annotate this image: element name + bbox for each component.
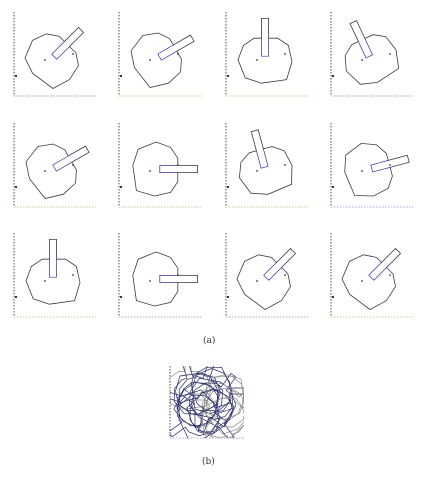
contact-point [177,164,179,166]
contact-point [177,274,179,276]
object-outline [238,129,293,195]
contact-point [284,274,286,276]
gripper-slot [261,38,269,57]
contact-point [256,280,258,282]
pose-panel [118,123,201,208]
contact-point [72,53,74,55]
overlay-pose [177,366,232,412]
contact-point [72,274,74,276]
gripper-slot [358,38,373,59]
reference-point [226,74,230,78]
reference-point [119,74,123,78]
reference-point [226,295,230,299]
contact-point [44,59,46,61]
contact-point [149,170,151,172]
object-outline [236,247,297,310]
pose-panel [118,233,201,318]
object-outline [130,32,195,88]
gripper-slot [51,41,70,60]
object-outline [344,20,400,85]
caption-b: (b) [202,457,215,467]
gripper-slot [49,259,57,278]
contact-point [149,280,151,282]
pose-panels-grid [13,12,413,318]
pose-panel [330,12,413,97]
gripper-slot [157,44,178,61]
overlay-pose [170,381,220,427]
contact-point [284,53,286,55]
gripper-slot [368,262,387,281]
overlay-pose [180,388,235,435]
reference-point [331,185,335,189]
reference-point [14,185,18,189]
pose-panel [13,123,96,208]
object-outline [132,141,199,197]
overlay-pose [170,366,211,410]
caption-a: (a) [203,336,216,346]
contact-point [44,280,46,282]
gripper-slot [159,275,178,283]
contact-point [149,59,151,61]
contact-point [389,274,391,276]
gripper-slot [52,155,73,172]
reference-point [331,74,335,78]
contact-point [361,280,363,282]
overlay-pose [173,366,219,415]
contact-point [284,164,286,166]
object-outline [24,26,85,89]
contact-point [44,170,46,172]
reference-point [14,295,18,299]
overlay-pose [201,397,244,438]
reference-point [119,295,123,299]
object-outline [25,238,81,305]
contact-point [256,59,258,61]
object-outline [341,247,402,310]
object-outline [344,142,410,197]
overlay-pose [188,377,234,434]
contact-point [389,164,391,166]
pose-panel [118,12,201,97]
object-outline [132,251,199,307]
reference-point [226,185,230,189]
gripper-slot [159,165,178,173]
pose-panel [225,123,308,208]
object-outline [25,143,90,199]
gripper-slot [370,160,391,173]
contact-point [389,53,391,55]
contact-point [177,53,179,55]
overlay-composite [169,366,244,439]
overlay-pose [170,389,221,438]
overlay-pose [201,382,244,437]
contact-point [72,164,74,166]
contact-point [256,170,258,172]
reference-point [331,295,335,299]
pose-panel [225,12,308,97]
contact-point [361,59,363,61]
contact-point [361,170,363,172]
gripper-slot [263,262,282,281]
pose-panel [13,233,96,318]
pose-panel [225,233,308,318]
pose-panel [13,12,96,97]
pose-panel [330,123,413,208]
reference-point [119,185,123,189]
pose-panel [330,233,413,318]
gripper-slot [256,148,269,169]
object-outline [237,17,293,84]
overlay-pose [189,374,244,420]
overlay-poses [170,366,244,438]
reference-point [14,74,18,78]
